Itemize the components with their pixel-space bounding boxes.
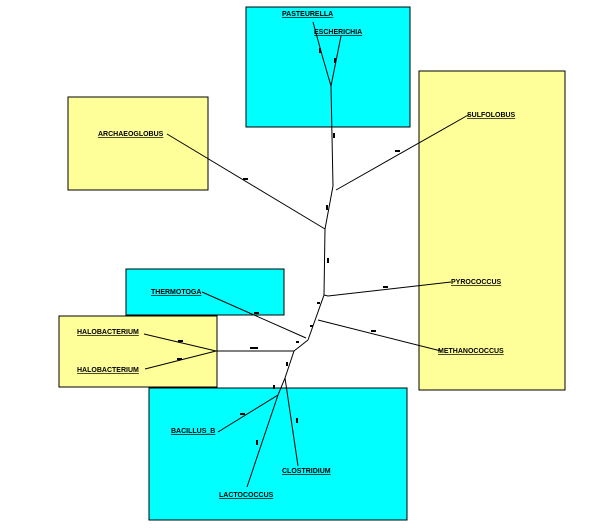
branch-pasteurella: [312, 21, 332, 87]
taxon-label-archaeoglobus: ARCHAEOGLOBUS: [98, 131, 164, 138]
branch-length-mark: [256, 440, 258, 445]
branch-length-mark: [243, 178, 248, 180]
branch-pyrococcus: [323, 281, 452, 297]
branch-clostridium: [284, 377, 299, 467]
taxon-label-halobacterium-2: HALOBACTERIUM: [77, 367, 139, 374]
group-box-thermotoga: [125, 268, 285, 316]
branch-lower-spine: [284, 339, 309, 379]
taxon-label-thermotoga: THERMOTOGA: [151, 289, 201, 296]
branch-length-mark: [326, 205, 328, 210]
taxon-label-clostridium: CLOSTRIDIUM: [282, 468, 331, 475]
tree-branches: [143, 21, 471, 488]
branch-length-mark: [371, 330, 376, 332]
group-box-firmicutes: [148, 387, 408, 521]
branch-length-mark: [383, 286, 388, 288]
branch-length-mark: [254, 312, 259, 314]
branch-sulfolobus: [335, 113, 471, 191]
branch-archaeoglobus: [166, 133, 326, 230]
branch-length-mark: [319, 48, 321, 53]
branch-lactococcus: [246, 394, 279, 488]
branch-halobacterium-1: [143, 333, 217, 352]
group-box-halobacterium: [58, 315, 218, 388]
taxon-label-bacillus: BACILLUS_B: [171, 428, 215, 435]
branch-length-mark: [177, 358, 182, 360]
branch-thermotoga: [201, 291, 307, 339]
branch-length-mark: [296, 341, 299, 343]
branch-length-mark: [250, 347, 258, 349]
branch-length-mark: [286, 362, 288, 366]
branch-length-mark: [327, 258, 329, 263]
branch-length-marks: [177, 48, 400, 445]
taxon-label-pyrococcus: PYROCOCCUS: [451, 279, 502, 286]
branch-length-mark: [240, 413, 245, 415]
branch-length-mark: [273, 385, 275, 389]
taxon-label-sulfolobus: SULFOLOBUS: [467, 112, 516, 119]
branch-length-mark: [296, 418, 298, 423]
branch-length-mark: [178, 340, 183, 342]
taxon-label-halobacterium-1: HALOBACTERIUM: [77, 329, 139, 336]
taxon-label-escherichia: ESCHERICHIA: [314, 29, 362, 36]
taxon-label-methanococcus: METHANOCOCCUS: [438, 348, 504, 355]
branch-length-mark: [317, 302, 320, 304]
group-box-archaea-right: [418, 70, 566, 391]
branch-upper-spine: [307, 185, 334, 341]
group-box-proteobacteria: [245, 6, 411, 128]
group-box-archaeoglobus: [67, 96, 209, 191]
taxon-label-lactococcus: LACTOCOCCUS: [219, 492, 274, 499]
taxon-label-pasteurella: PASTEURELLA: [282, 11, 333, 18]
branch-length-mark: [395, 150, 400, 152]
branch-methanococcus: [317, 319, 442, 352]
branch-proteo-stem: [330, 85, 334, 187]
branch-length-mark: [310, 325, 313, 327]
branch-length-mark: [334, 58, 336, 63]
branch-length-mark: [333, 133, 335, 138]
